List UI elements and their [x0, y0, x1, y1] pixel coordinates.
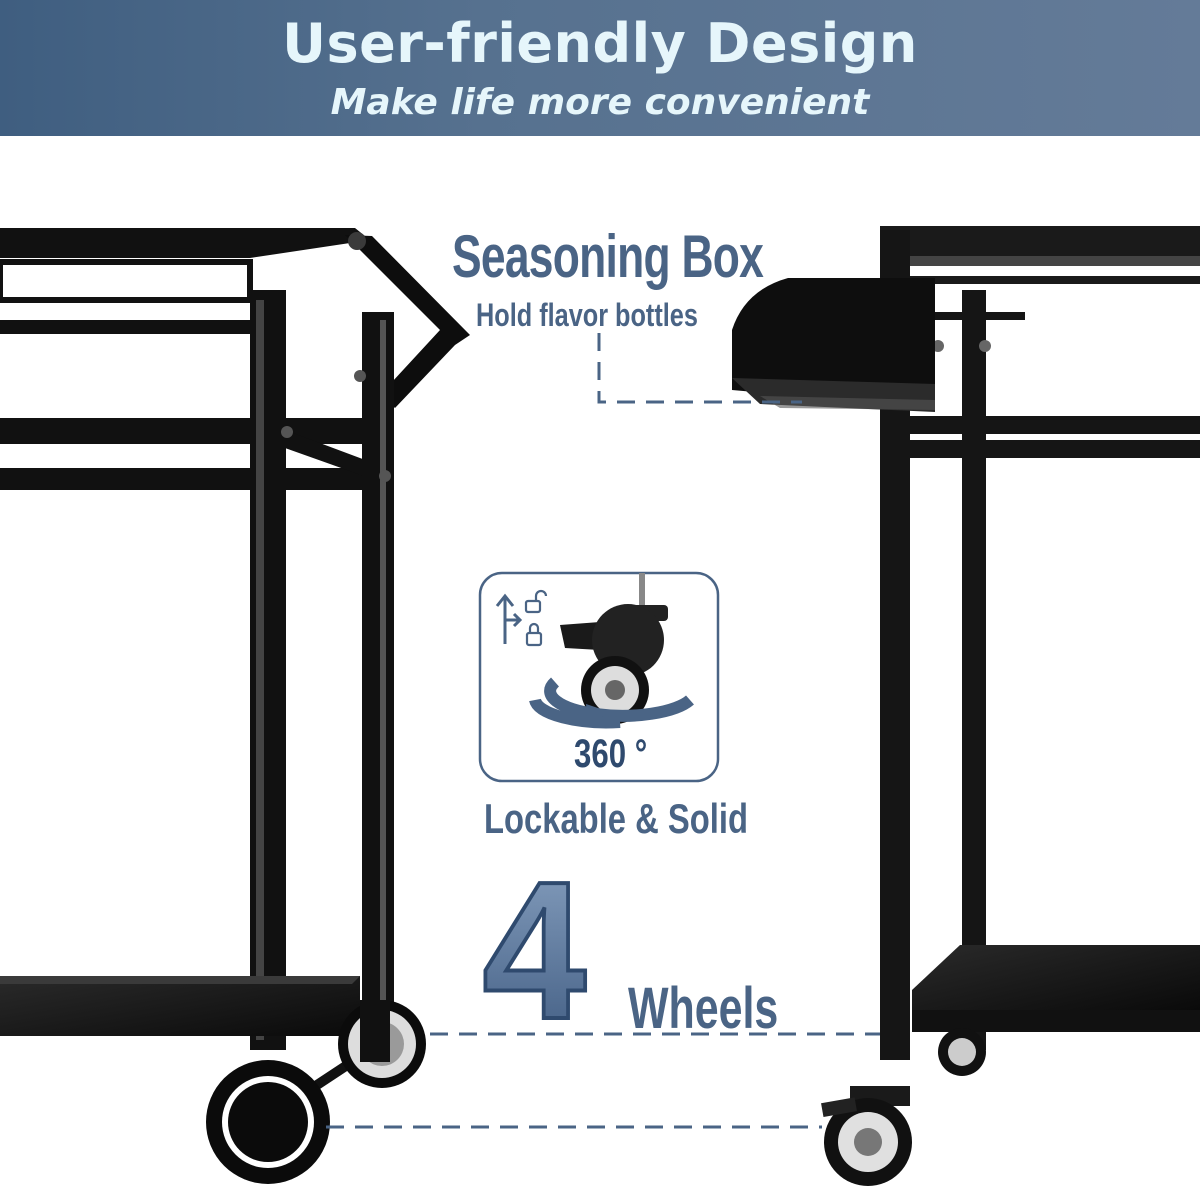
seasoning-box-subtitle: Hold flavor bottles — [476, 297, 698, 333]
rotate-arrow-icon — [529, 677, 694, 729]
banner-title: User-friendly Design — [282, 12, 918, 75]
seasoning-box-title: Seasoning Box — [452, 223, 764, 290]
rotation-label: 360 ° — [574, 732, 648, 776]
lock-icon — [525, 622, 543, 647]
product-illustration: 4 — [0, 226, 1200, 1186]
seasoning-box — [732, 278, 935, 412]
right-cart — [732, 226, 1200, 1186]
wheel-count-number: 4 — [483, 841, 587, 1060]
header-banner: User-friendly Design Make life more conv… — [0, 0, 1200, 136]
wheels-label: Wheels — [628, 976, 779, 1041]
left-cart — [0, 228, 470, 1184]
unlock-icon — [524, 589, 548, 614]
banner-subtitle: Make life more convenient — [330, 82, 870, 123]
callout-lines — [326, 333, 880, 1129]
caster-feature-box — [478, 571, 720, 783]
lockable-label: Lockable & Solid — [484, 795, 748, 842]
caster-wheel-icon — [560, 573, 668, 724]
